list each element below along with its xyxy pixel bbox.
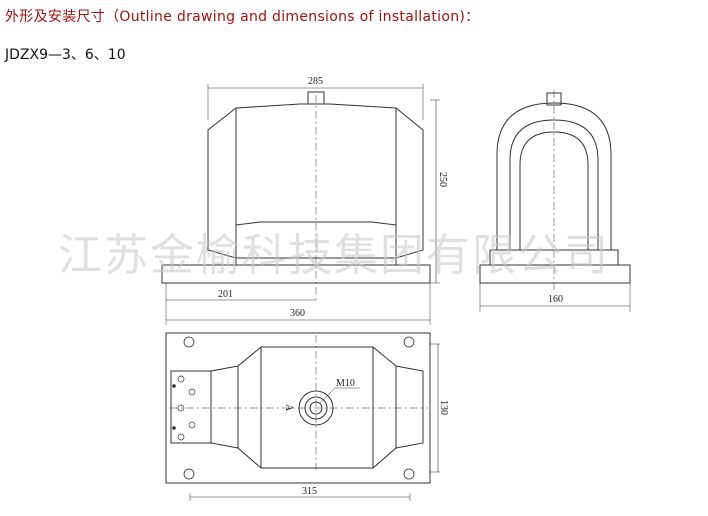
watermark: 江苏金榆科技集团有限公司 <box>58 230 610 281</box>
dim-offset: 201 <box>218 289 233 300</box>
front-view: 285 250 201 360 <box>161 76 448 325</box>
section-heading: 外形及安装尺寸（Outline drawing and dimensions o… <box>5 9 480 25</box>
dim-side-width: 160 <box>548 294 563 305</box>
dim-mount-depth: 130 <box>438 400 449 415</box>
top-view: M10 A 130 315 <box>165 332 449 501</box>
model-label: JDZX9—3、6、10 <box>5 47 126 63</box>
dim-base-length: 360 <box>290 308 305 319</box>
dim-height: 250 <box>437 172 448 187</box>
dim-mount-length: 315 <box>302 486 317 497</box>
dim-front-width: 285 <box>308 76 323 87</box>
side-view: 160 <box>479 90 631 312</box>
center-mark: A <box>283 404 294 412</box>
dim-thread: M10 <box>336 378 355 389</box>
